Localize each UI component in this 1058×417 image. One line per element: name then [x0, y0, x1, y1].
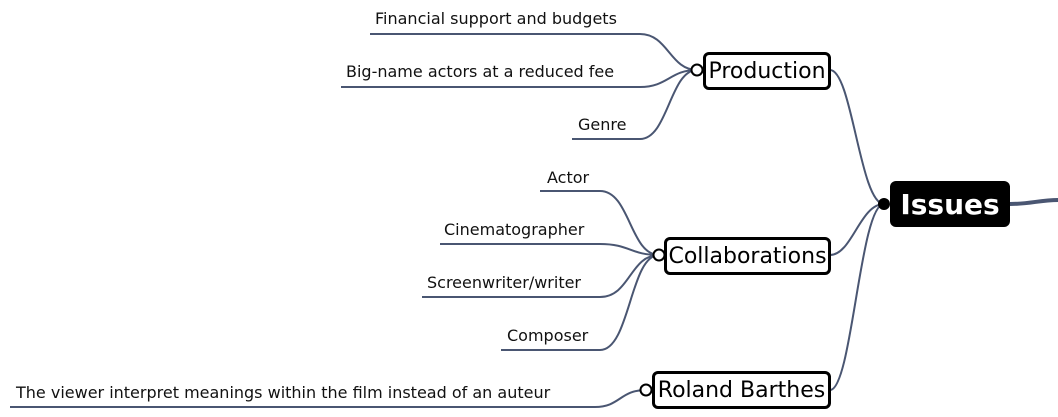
leaf-node-cinematographer[interactable]: Cinematographer [444, 220, 585, 239]
root-node-issues[interactable]: Issues [890, 181, 1010, 227]
connector-collab-cinematographer [440, 243, 660, 256]
connector-barthes-viewer [10, 389, 647, 408]
leaf-node-big-name-actors[interactable]: Big-name actors at a reduced fee [346, 62, 615, 81]
branch-node-label: Production [708, 58, 826, 84]
connector-root-collaborations [829, 203, 885, 256]
connector-production-genre [572, 69, 698, 140]
leaf-node-genre[interactable]: Genre [578, 115, 627, 134]
barthes-node-dot [639, 383, 653, 397]
connector-production-bigname [341, 69, 698, 88]
connector-collab-composer [501, 254, 660, 351]
branch-node-label: Collaborations [668, 243, 827, 269]
leaf-node-viewer-interpretation[interactable]: The viewer interpret meanings within the… [16, 383, 551, 402]
leaf-node-actor[interactable]: Actor [547, 168, 590, 187]
root-outgoing-connector [1009, 198, 1058, 206]
branch-node-label: Roland Barthes [657, 377, 826, 403]
leaf-node-composer[interactable]: Composer [507, 326, 589, 345]
connector-root-production [829, 69, 885, 205]
branch-node-roland-barthes[interactable]: Roland Barthes [652, 371, 831, 409]
leaf-node-screenwriter[interactable]: Screenwriter/writer [427, 273, 582, 292]
branch-node-collaborations[interactable]: Collaborations [664, 237, 831, 275]
branch-node-production[interactable]: Production [703, 52, 831, 90]
connector-production-financial [370, 33, 698, 71]
root-node-dot [878, 198, 890, 210]
connector-root-roland-barthes [829, 203, 885, 391]
collaborations-node-dot [652, 248, 666, 262]
root-node-label: Issues [900, 187, 1000, 221]
connector-collab-actor [540, 190, 660, 256]
leaf-node-financial-support[interactable]: Financial support and budgets [375, 9, 617, 28]
connector-collab-screenwriter [422, 254, 660, 298]
production-node-dot [690, 63, 704, 77]
